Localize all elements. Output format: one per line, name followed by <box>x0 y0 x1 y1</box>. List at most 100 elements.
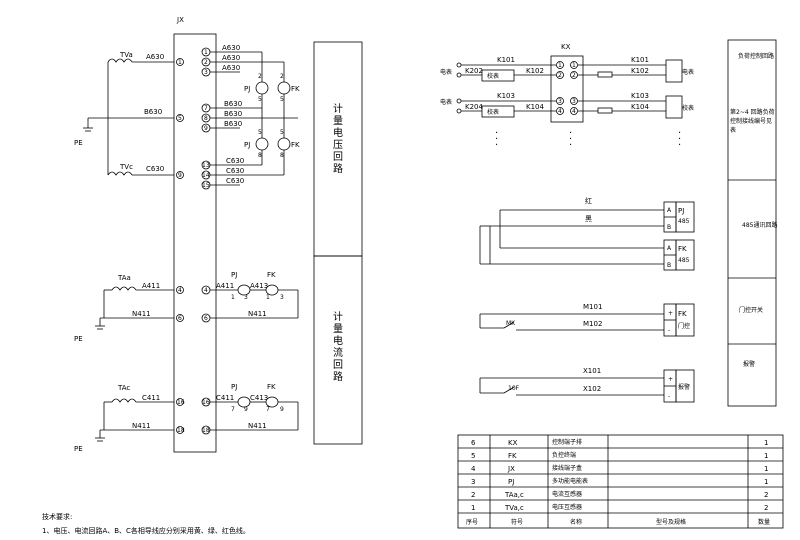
c411-label-left: C411 <box>142 394 160 402</box>
x102-label: X102 <box>583 385 601 393</box>
svg-text:4: 4 <box>178 287 182 294</box>
svg-text:1: 1 <box>178 59 182 66</box>
svg-text:电表: 电表 <box>682 68 694 76</box>
svg-text:3: 3 <box>471 478 475 486</box>
svg-text:FK: FK <box>291 85 300 93</box>
svg-text:K102: K102 <box>526 67 544 75</box>
svg-text:TAa,c: TAa,c <box>504 491 524 499</box>
svg-text:B: B <box>667 224 671 231</box>
svg-text:电压互感器: 电压互感器 <box>552 503 582 511</box>
svg-text:8: 8 <box>280 152 284 159</box>
svg-text:1: 1 <box>764 439 768 447</box>
svg-text:型号及规格: 型号及规格 <box>656 518 686 526</box>
svg-text:C411: C411 <box>216 394 234 402</box>
svg-text:7: 7 <box>266 406 270 413</box>
svg-text:JX: JX <box>507 465 515 473</box>
svg-text:+: + <box>668 376 673 383</box>
fk-voltage-a <box>277 81 291 95</box>
svg-text:KX: KX <box>508 439 518 447</box>
svg-text:·: · <box>678 140 681 151</box>
svg-text:5: 5 <box>280 96 284 103</box>
svg-text:5: 5 <box>471 452 475 460</box>
svg-text:FK: FK <box>678 310 687 318</box>
jx-terminal-box <box>173 33 217 453</box>
svg-text:·: · <box>495 134 498 145</box>
svg-text:校表: 校表 <box>487 108 499 116</box>
tva-coil <box>107 58 133 63</box>
svg-text:14: 14 <box>202 172 210 179</box>
svg-text:16: 16 <box>202 399 210 406</box>
svg-text:9: 9 <box>178 172 182 179</box>
side-label-load-control: 负荷控制回路 <box>738 52 774 60</box>
x101-label: X101 <box>583 367 601 375</box>
svg-text:K104: K104 <box>526 103 544 111</box>
side-label-485: 485通讯回路 <box>742 221 777 229</box>
svg-text:报警: 报警 <box>678 383 690 391</box>
svg-text:·: · <box>569 128 572 139</box>
svg-text:电流互感器: 电流互感器 <box>552 490 582 498</box>
svg-text:1: 1 <box>266 294 270 301</box>
svg-text:4: 4 <box>558 108 562 115</box>
svg-text:K101: K101 <box>497 56 515 64</box>
notes-line: 1、电压、电流回路A、B、C各相导线应分别采用黄、绿、红色线。 <box>42 527 250 535</box>
svg-text:A413: A413 <box>250 282 268 290</box>
svg-text:K103: K103 <box>631 92 649 100</box>
kx-label: KX <box>561 43 571 51</box>
svg-text:校表: 校表 <box>682 104 694 112</box>
svg-text:K104: K104 <box>631 103 649 111</box>
svg-text:5: 5 <box>258 129 262 136</box>
svg-text:2: 2 <box>280 73 284 80</box>
tac-coil <box>111 398 137 403</box>
side-label-alarm: 报警 <box>743 360 755 368</box>
description-column <box>727 39 777 407</box>
svg-text:-: - <box>668 327 670 334</box>
svg-text:5: 5 <box>258 96 262 103</box>
taa-label: TAa <box>117 274 131 282</box>
svg-text:B: B <box>667 262 671 269</box>
svg-text:FK: FK <box>678 245 687 253</box>
svg-text:FK: FK <box>267 383 276 391</box>
pj-voltage-a <box>255 81 269 95</box>
svg-text:18: 18 <box>177 427 185 434</box>
svg-text:C413: C413 <box>250 394 268 402</box>
svg-text:8: 8 <box>258 152 262 159</box>
svg-text:+: + <box>668 310 673 317</box>
n411-label-left-1: N411 <box>132 310 151 318</box>
svg-text:1: 1 <box>558 62 562 69</box>
svg-text:15: 15 <box>202 182 210 189</box>
svg-text:PJ: PJ <box>231 271 237 279</box>
n411-label-right-2: N411 <box>248 422 267 430</box>
svg-text:3: 3 <box>244 294 248 301</box>
side-label-door: 门控开关 <box>739 306 763 314</box>
svg-text:9: 9 <box>280 406 284 413</box>
tva-label: TVa <box>119 51 133 59</box>
b630-label-left: B630 <box>144 108 162 116</box>
n411-label-left-2: N411 <box>132 422 151 430</box>
red-wire-label: 红 <box>585 196 592 205</box>
svg-text:2: 2 <box>558 72 562 79</box>
svg-text:1: 1 <box>471 504 475 512</box>
meter-label-1: 电表 <box>440 68 452 76</box>
svg-text:校表: 校表 <box>487 72 499 80</box>
svg-text:18: 18 <box>202 427 210 434</box>
tvc-label: TVc <box>119 163 133 171</box>
m102-label: M102 <box>583 320 602 328</box>
black-wire-label: 黑 <box>585 215 592 223</box>
svg-text:2: 2 <box>471 491 475 499</box>
svg-text:K103: K103 <box>497 92 515 100</box>
pe-label-1: PE <box>74 139 83 147</box>
svg-text:·: · <box>678 128 681 139</box>
svg-text:负控终端: 负控终端 <box>552 451 576 459</box>
svg-text:·: · <box>495 128 498 139</box>
c630-out-3: C630 <box>226 177 244 185</box>
svg-text:K102: K102 <box>631 67 649 75</box>
svg-text:6: 6 <box>204 315 208 322</box>
svg-text:2: 2 <box>572 72 576 79</box>
svg-text:1: 1 <box>764 478 768 486</box>
svg-text:PJ: PJ <box>244 141 250 149</box>
pe-label-3: PE <box>74 445 83 453</box>
svg-text:2: 2 <box>258 73 262 80</box>
svg-text:-: - <box>668 393 670 400</box>
current-loop-label: 计量电流回路 <box>333 312 343 383</box>
